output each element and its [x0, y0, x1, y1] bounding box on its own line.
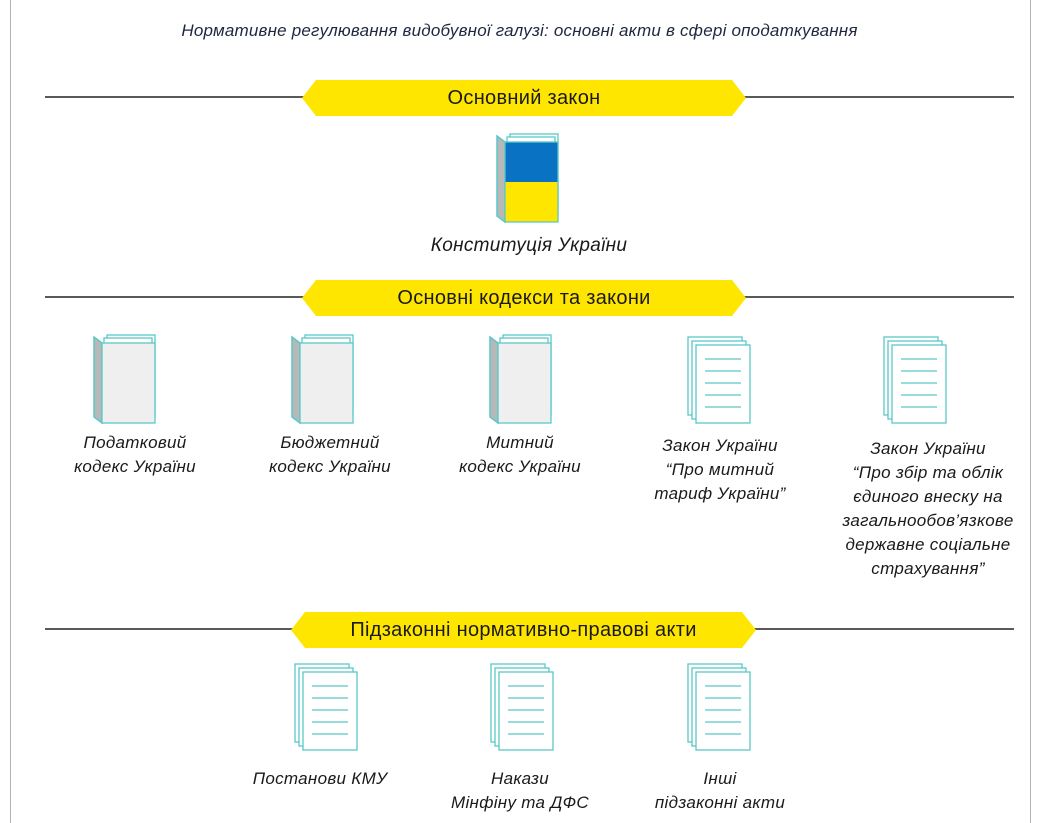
- caption-line: підзаконні акти: [654, 793, 786, 812]
- document-stack-icon: [686, 335, 754, 430]
- banner-codes: Основні кодекси та закони: [302, 280, 746, 316]
- banner-main-law-label: Основний закон: [447, 86, 601, 109]
- divider-codes-left: [45, 296, 305, 298]
- divider-main-law-left: [45, 96, 305, 98]
- divider-bylaws-left: [45, 628, 295, 630]
- book-icon: [289, 334, 357, 429]
- caption-line: загальнообов’язкове: [842, 511, 1014, 530]
- caption-line: Бюджетний: [280, 433, 380, 452]
- caption-line: Митний: [486, 433, 554, 452]
- caption-line: Інші: [703, 769, 737, 788]
- diagram-frame: [10, 0, 1031, 823]
- caption-line: державне соціальне: [845, 535, 1011, 554]
- caption-line: Накази: [491, 769, 549, 788]
- divider-bylaws-right: [752, 628, 1014, 630]
- caption-line: Закон України: [662, 436, 778, 455]
- caption-ministry-orders: Накази Мінфіну та ДФС: [425, 767, 615, 815]
- caption-line: “Про збір та облік: [852, 463, 1004, 482]
- banner-bylaws: Підзаконні нормативно-правові акти: [291, 612, 756, 648]
- banner-codes-label: Основні кодекси та закони: [397, 286, 651, 309]
- caption-line: єдиного внеску на: [853, 487, 1003, 506]
- document-stack-icon: [489, 662, 557, 757]
- caption-line: Закон України: [870, 439, 986, 458]
- document-stack-icon: [882, 335, 950, 430]
- caption-customs-code: Митний кодекс України: [435, 431, 605, 479]
- document-stack-icon: [686, 662, 754, 757]
- caption-social-insurance-law: Закон України “Про збір та облік єдиного…: [818, 437, 1038, 581]
- caption-customs-tariff-law: Закон України “Про митний тариф України”: [630, 434, 810, 506]
- book-icon: [487, 334, 555, 429]
- caption-cabinet-resolutions: Постанови КМУ: [225, 767, 415, 791]
- caption-tax-code: Податковий кодекс України: [50, 431, 220, 479]
- divider-main-law-right: [742, 96, 1014, 98]
- caption-line: кодекс України: [459, 457, 581, 476]
- caption-line: кодекс України: [269, 457, 391, 476]
- diagram-title: Нормативне регулювання видобувної галузі…: [181, 21, 858, 40]
- caption-budget-code: Бюджетний кодекс України: [245, 431, 415, 479]
- caption-line: Податковий: [83, 433, 187, 452]
- caption-line: “Про митний: [665, 460, 775, 479]
- caption-line: страхування”: [871, 559, 985, 578]
- caption-line: кодекс України: [74, 457, 196, 476]
- caption-line: Постанови КМУ: [252, 769, 388, 788]
- divider-codes-right: [742, 296, 1014, 298]
- document-stack-icon: [293, 662, 361, 757]
- caption-line: Мінфіну та ДФС: [451, 793, 589, 812]
- constitution-book-icon: [494, 133, 562, 228]
- banner-main-law: Основний закон: [302, 80, 746, 116]
- caption-line: тариф України”: [654, 484, 786, 503]
- caption-other-bylaws: Інші підзаконні акти: [635, 767, 805, 815]
- banner-bylaws-label: Підзаконні нормативно-правові акти: [350, 618, 697, 641]
- book-icon: [91, 334, 159, 429]
- caption-constitution: Конституція України: [430, 235, 628, 256]
